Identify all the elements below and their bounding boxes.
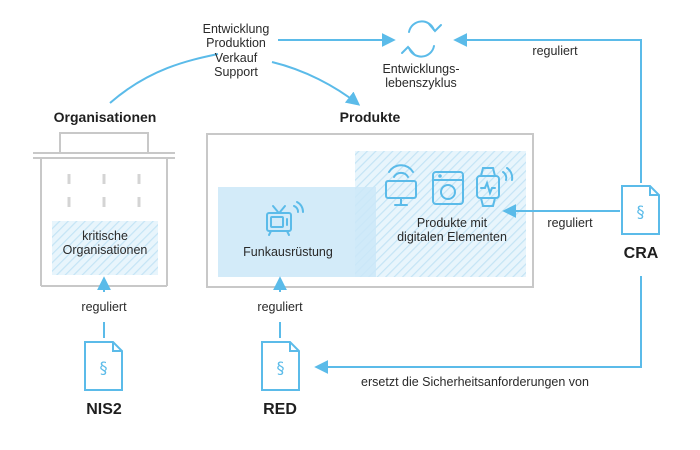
wifi-monitor-icon <box>385 164 417 206</box>
nis2-regulates-label: reguliert <box>81 300 127 314</box>
activity-sales: Verkauf <box>214 50 258 65</box>
activities-list: Entwicklung Produktion Verkauf Support <box>188 22 284 80</box>
red-label: RED <box>263 401 297 418</box>
critical-organisations-label: kritische Organisationen <box>62 229 148 258</box>
cra-replaces-red-line <box>314 276 642 374</box>
activity-production: Produktion <box>206 36 266 51</box>
red-paragraph-document-icon: § <box>261 341 300 391</box>
critical-organisations-area <box>52 221 158 275</box>
organisations-title: Organisationen <box>53 109 157 125</box>
activity-support: Support <box>214 65 258 80</box>
lifecycle-label: Entwicklungs- lebenszyklus <box>382 62 460 91</box>
nis2-paragraph-document-icon: § <box>84 341 123 391</box>
activity-development: Entwicklung <box>202 22 270 36</box>
nis2-label: NIS2 <box>86 401 122 418</box>
tv-antenna-icon <box>266 201 305 236</box>
cra-replaces-red-label: ersetzt die Sicherheitsanforderungen von <box>361 375 589 389</box>
cra-paragraph-document-icon: § <box>621 185 660 235</box>
red-regulates-label: reguliert <box>257 300 303 314</box>
cra-regulates-lifecycle-label: reguliert <box>532 44 578 58</box>
digital-products-area <box>355 151 526 277</box>
refresh-cycle-icon <box>401 20 442 58</box>
radio-equipment-label: Funkausrüstung <box>243 245 333 259</box>
washing-machine-icon <box>432 171 464 205</box>
svg-text:§: § <box>100 358 108 377</box>
activities-arc-arrow <box>271 61 361 106</box>
cra-to-lifecycle-line <box>453 33 642 183</box>
cra-label: CRA <box>623 245 659 262</box>
cra-regulates-products-label: reguliert <box>547 216 593 230</box>
building-icon <box>33 132 175 287</box>
activities-arc <box>109 53 219 104</box>
svg-text:§: § <box>637 202 645 221</box>
products-title: Produkte <box>339 109 401 125</box>
svg-text:§: § <box>277 358 285 377</box>
radio-equipment-area <box>218 187 376 277</box>
digital-products-label: Produkte mit digitalen Elementen <box>397 216 507 245</box>
smartwatch-icon <box>476 167 514 207</box>
